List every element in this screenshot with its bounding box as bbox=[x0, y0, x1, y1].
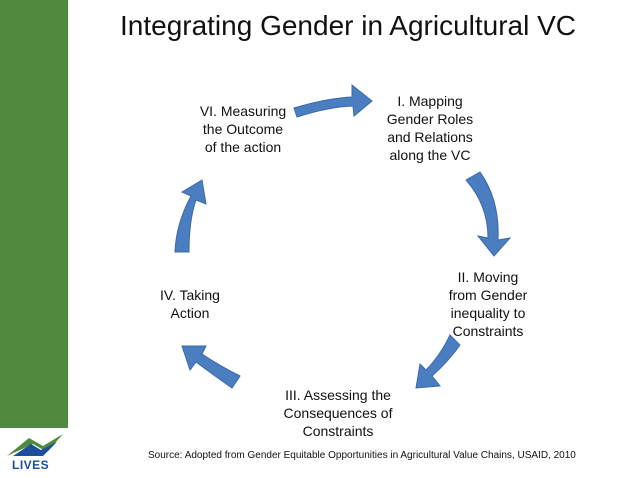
step-2-label: II. Moving from Gender inequality to Con… bbox=[448, 269, 528, 339]
step-3-label: III. Assessing the Consequences of Const… bbox=[283, 387, 393, 439]
logo-text: LIVES bbox=[12, 458, 50, 472]
arrow-4-to-6 bbox=[174, 179, 207, 253]
step-6-label: VI. Measuring the Outcome of the action bbox=[199, 103, 287, 155]
step-1-label: I. Mapping Gender Roles and Relations al… bbox=[386, 93, 474, 163]
slide-title: Integrating Gender in Agricultural VC bbox=[119, 10, 577, 41]
step-4-label: IV. Taking Action bbox=[160, 287, 220, 321]
logo-mark-icon bbox=[7, 434, 63, 456]
arrow-3-to-4 bbox=[181, 345, 241, 389]
arrow-2-to-3 bbox=[415, 334, 461, 389]
arrow-6-to-1 bbox=[293, 83, 373, 118]
lives-logo: LIVES bbox=[0, 428, 70, 478]
source-note: Source: Adopted from Gender Equitable Op… bbox=[148, 450, 576, 461]
arrow-1-to-2 bbox=[465, 171, 512, 257]
side-bar bbox=[0, 0, 68, 478]
